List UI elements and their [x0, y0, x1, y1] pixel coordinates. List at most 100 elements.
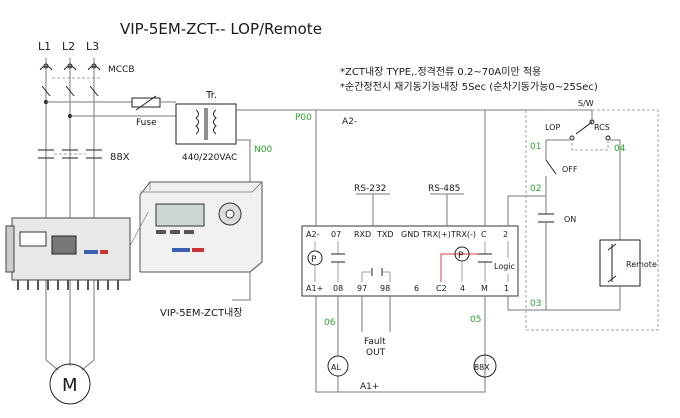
terminal-gnd: GND: [401, 230, 419, 239]
fuse-label: Fuse: [136, 118, 157, 128]
terminal-m: M: [481, 284, 488, 293]
power-p-label: P: [311, 255, 317, 265]
rs232-bracket: [356, 193, 390, 226]
node-04: 04: [614, 144, 626, 154]
mccb-arcs: [39, 65, 101, 71]
on-label: ON: [564, 215, 576, 224]
transformer-secondary-coil: [213, 109, 217, 135]
front-unit-key-3: [184, 230, 194, 234]
three-phase-supply: L1 L2 L3 MCCB 88X: [38, 40, 135, 360]
rs232-label: RS-232: [354, 184, 386, 194]
terminal-4: 4: [460, 284, 465, 293]
transformer-box: [175, 103, 237, 145]
rs485-label: RS-485: [428, 184, 460, 194]
terminal-c: C: [481, 230, 487, 239]
red-wire: [440, 253, 482, 282]
output-p-label: P: [458, 251, 464, 261]
node-03: 03: [530, 299, 541, 309]
node-02: 02: [530, 184, 541, 194]
selector-blade: [575, 121, 593, 135]
terminal-trx-minus: TRX(-): [450, 230, 476, 239]
terminal-98: 98: [380, 284, 390, 293]
alarm-lamp-label: AL: [331, 363, 341, 372]
terminal-trx-plus: TRX(+): [421, 230, 451, 239]
front-unit-key-1: [156, 230, 166, 234]
node-p00: P00: [295, 113, 312, 123]
terminal-rxd: RXD: [354, 230, 371, 239]
lop-label: LOP: [545, 123, 560, 132]
logic-label: Logic: [494, 262, 515, 271]
terminal-a1: A1+: [306, 284, 323, 293]
base-unit-left-tab: [5, 225, 15, 273]
transformer-primary-coil: [195, 109, 199, 135]
power-supply-symbol: [307, 250, 323, 266]
note-zct: *ZCT내장 TYPE,.정격전류 0.2~70A미만 적용: [340, 65, 541, 78]
terminal-08: 08: [333, 284, 343, 293]
motor: M: [45, 359, 95, 405]
front-unit-display: [155, 203, 205, 227]
phase-label-l3: L3: [86, 40, 99, 53]
transformer-core: [204, 108, 208, 140]
rs485-bracket: [430, 193, 464, 226]
phase-lines-upper: [45, 58, 95, 232]
relay-front-unit: [139, 181, 263, 273]
front-unit-logo-blue: [172, 248, 190, 252]
remote-contact: [607, 243, 617, 283]
phase-label-l2: L2: [62, 40, 75, 53]
remote-return-wire: [546, 286, 621, 311]
mccb-contact-l1: [43, 63, 49, 69]
relay-terminal-block: RS-232 RS-485 A2- 07 RXD TXD GND TRX(+) …: [301, 184, 519, 297]
base-unit-port: [51, 235, 77, 255]
sw-label: S/W: [578, 99, 594, 108]
node-n00: N00: [254, 145, 272, 155]
alarm-lamp-symbol: [327, 355, 349, 377]
on-to-terminal-1-wire: [507, 222, 547, 311]
unit-link-cable: [129, 211, 149, 247]
base-unit-logo-red: [100, 250, 108, 254]
terminal-07: 07: [331, 230, 341, 239]
front-unit-bevel: [140, 181, 263, 193]
fault-label: Fault: [364, 337, 386, 347]
front-unit-enter-key: [225, 209, 235, 219]
motor-label: M: [62, 375, 78, 396]
mccb-contact-l2: [67, 63, 73, 69]
alarm-lamp: AL 06: [324, 296, 349, 392]
relay-base-unit: [5, 217, 131, 290]
terminal-2: 2: [503, 230, 508, 239]
fault-output-leads: [361, 296, 391, 332]
base-unit-terminals: [17, 280, 119, 290]
terminal-txd: TXD: [376, 230, 394, 239]
rcs-label: RCS: [594, 123, 610, 132]
contactor-88x-label: 88X: [110, 152, 130, 163]
contact-97-98-leads: [361, 271, 391, 282]
mccb-blades: [41, 85, 99, 97]
contactor-coil: 88X 05: [470, 296, 497, 378]
rcs-branch: [610, 139, 621, 240]
node-01: 01: [530, 142, 541, 152]
front-unit-logo-red: [192, 248, 204, 252]
contactor-coil-symbol: [473, 354, 497, 378]
device-caption: VIP-5EM-ZCT내장: [160, 307, 242, 319]
fault-output: Fault OUT: [361, 296, 391, 358]
lop-remote-switch: S/W LOP RCS 01 OFF 02 ON 03 04 Remote: [484, 99, 659, 331]
terminal-block-frame: [301, 225, 519, 297]
motor-leads: [45, 359, 95, 371]
a1-return-loop: [315, 296, 486, 393]
rcs-contact: [605, 135, 611, 141]
node-05: 05: [470, 315, 481, 325]
transformer-rating: 440/220VAC: [182, 153, 237, 163]
transformer-label: Tr.: [205, 90, 217, 101]
on-contact: [538, 213, 554, 223]
contact-07-08: [331, 253, 345, 263]
a2-line-label: A2-: [342, 117, 357, 127]
terminal-97: 97: [357, 284, 367, 293]
fuse-slash: [135, 95, 157, 111]
fault-out-label: OUT: [366, 348, 386, 358]
terminal-2-wire: [507, 195, 546, 226]
contact-97-98: [371, 268, 383, 276]
diagram-title: VIP-5EM-ZCT-- LOP/Remote: [120, 20, 322, 38]
terminal-6: 6: [414, 284, 419, 293]
terminal-1: 1: [504, 284, 509, 293]
motor-circle: [49, 363, 91, 405]
